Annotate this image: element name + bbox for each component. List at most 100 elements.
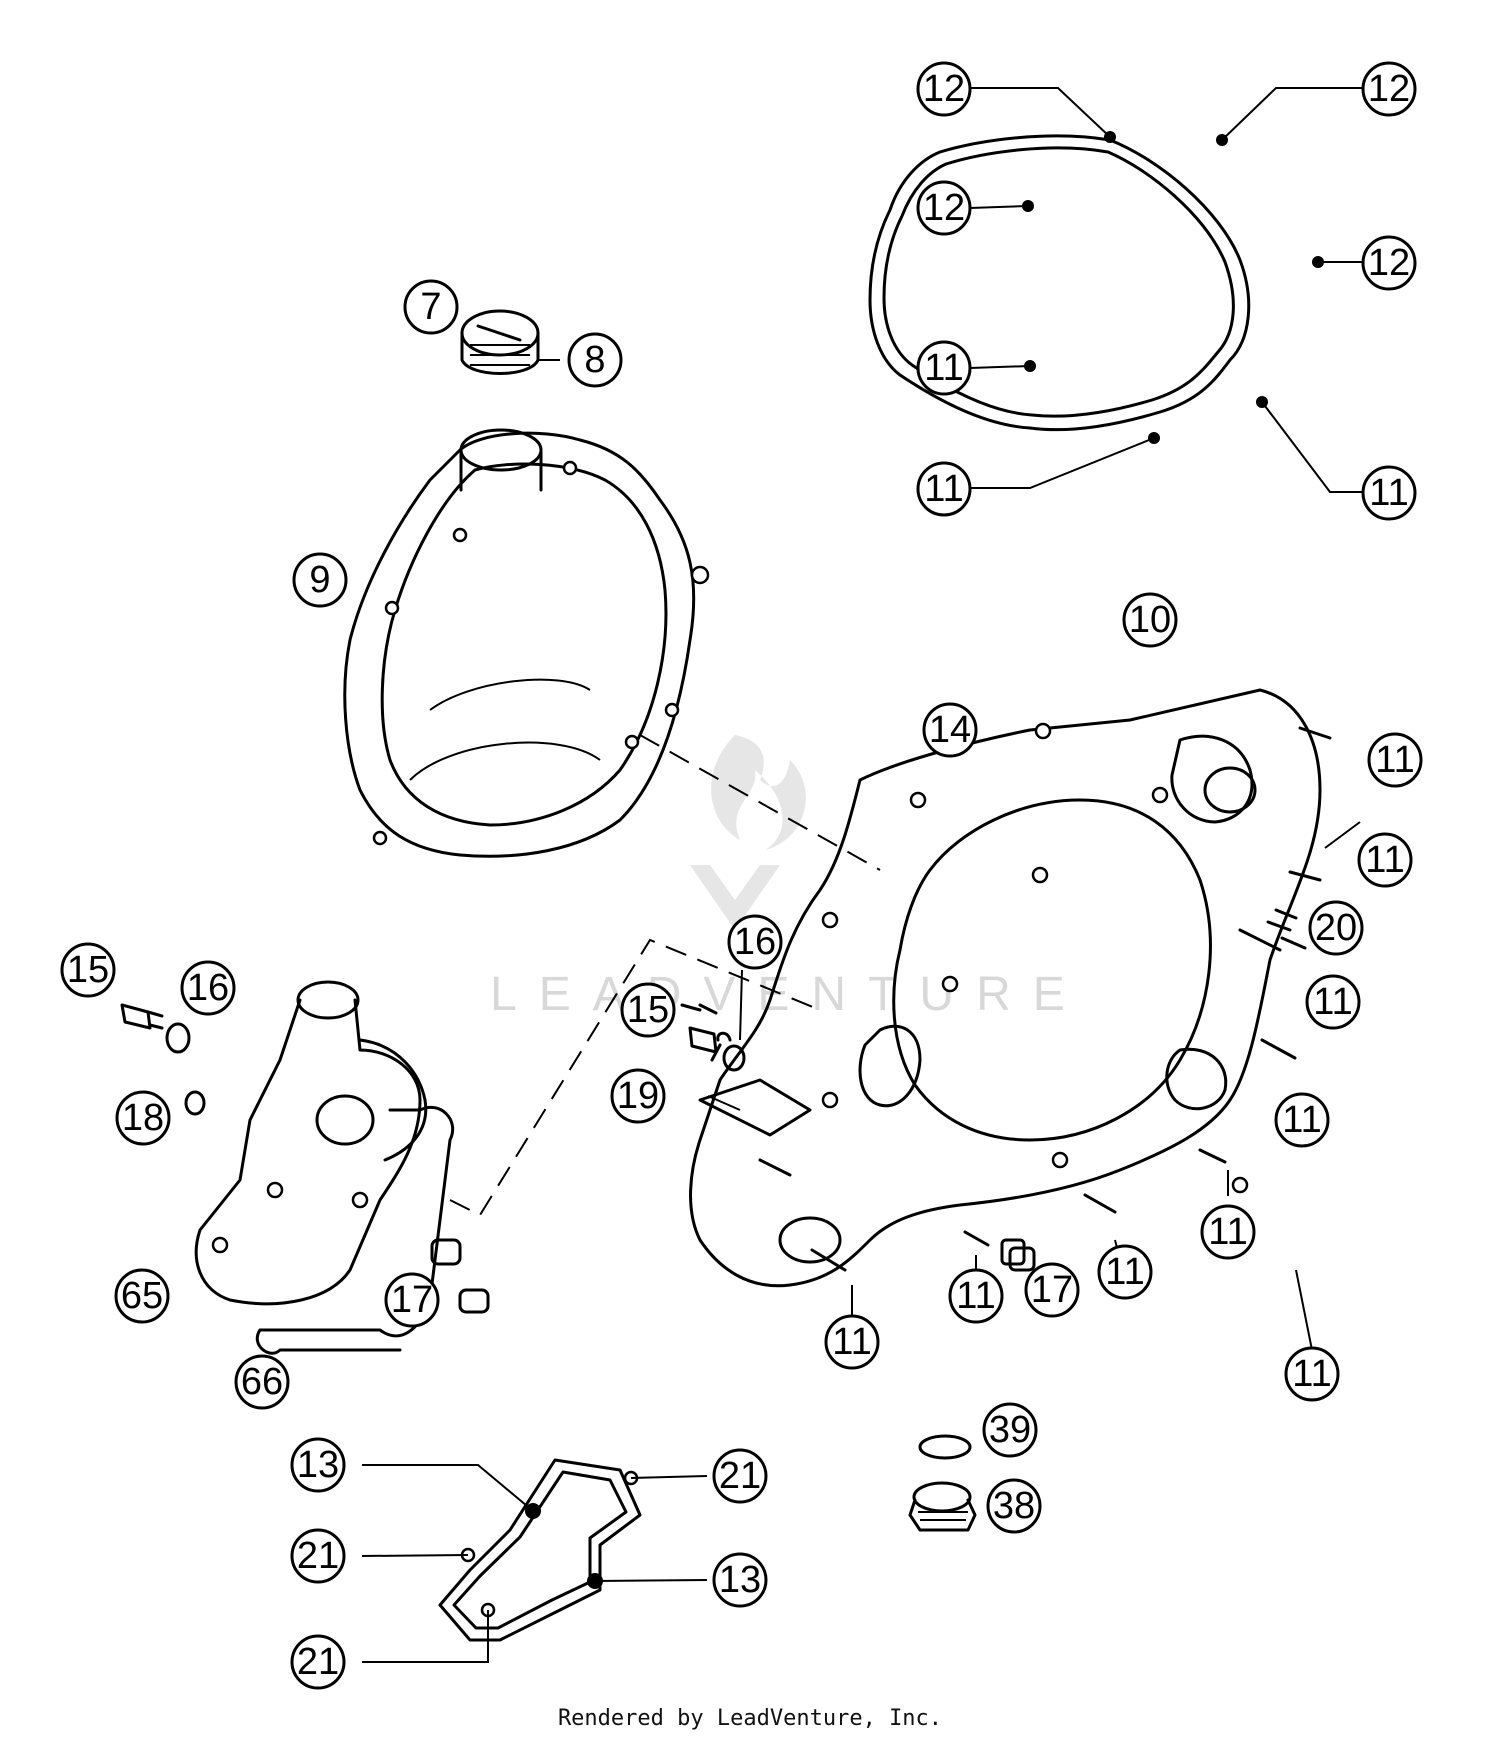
callout-12-mid-left: 12 [916, 180, 972, 236]
leader-lines [361, 87, 1364, 1663]
callout-label: 11 [924, 468, 963, 510]
callout-label: 19 [617, 1075, 659, 1117]
callout-label: 17 [1031, 1269, 1073, 1311]
callout-18: 18 [115, 1090, 171, 1146]
callout-label: 13 [719, 1559, 761, 1601]
callout-label: 11 [1105, 1251, 1144, 1293]
callout-label: 11 [1375, 739, 1414, 781]
drain-plug-15-mid [688, 1026, 718, 1054]
callout-label: 10 [1129, 599, 1171, 641]
callout-label: 11 [1365, 839, 1404, 881]
alignment-line-cover [639, 734, 881, 871]
callout-label: 20 [1315, 907, 1357, 949]
callout-19: 19 [610, 1068, 666, 1124]
render-credit: Rendered by LeadVenture, Inc. [557, 1706, 943, 1731]
callout-13-bottom: 13 [712, 1552, 768, 1608]
callout-label: 11 [956, 1275, 995, 1317]
callout-11-b1: 11 [948, 1268, 1004, 1324]
oil-filler-plug [460, 309, 540, 375]
callout-11-gasket-left: 11 [916, 340, 972, 396]
callout-label: 17 [391, 1279, 433, 1321]
callout-label: 12 [923, 68, 965, 110]
cover-bolts [680, 726, 1332, 1272]
callout-label: 65 [121, 1275, 163, 1317]
callout-16-left: 16 [180, 960, 236, 1016]
callout-15-left: 15 [60, 942, 116, 998]
callout-label: 14 [929, 709, 971, 751]
callout-11-b2: 11 [824, 1314, 880, 1370]
callout-7: 7 [403, 279, 459, 335]
callout-39: 39 [982, 1402, 1038, 1458]
plug-38 [908, 1481, 977, 1532]
callout-21-top: 21 [712, 1448, 768, 1504]
callout-12-top-right: 12 [1361, 61, 1417, 117]
callout-label: 38 [993, 1485, 1035, 1527]
callout-label: 21 [297, 1641, 339, 1683]
callout-label: 11 [1282, 1099, 1321, 1141]
callout-label: 7 [420, 286, 441, 328]
callout-21-bottom: 21 [290, 1634, 346, 1690]
callout-label: 21 [719, 1455, 761, 1497]
callout-65: 65 [114, 1268, 170, 1324]
callout-label: 12 [1368, 242, 1410, 284]
callout-label: 66 [241, 1361, 283, 1403]
dowel-17-right [1008, 1246, 1036, 1272]
callout-label: 11 [924, 347, 963, 389]
seal-ring-16-mid [722, 1044, 746, 1072]
callout-label: 11 [1369, 472, 1408, 514]
callout-15-mid: 15 [620, 982, 676, 1038]
callout-label: 18 [122, 1097, 164, 1139]
callout-38: 38 [986, 1478, 1042, 1534]
o-ring-18 [184, 1090, 206, 1116]
callout-label: 15 [67, 949, 109, 991]
callout-11-r3: 11 [1305, 974, 1361, 1030]
callout-11-r2: 11 [1357, 832, 1413, 888]
callout-9: 9 [292, 552, 348, 608]
seal-ring-16-left [165, 1022, 191, 1054]
callout-14: 14 [922, 702, 978, 758]
callout-label: 11 [1208, 1211, 1247, 1253]
alignment-line-pump [449, 938, 821, 1217]
water-pump-gasket [438, 1458, 642, 1642]
dowel-17-left [430, 1238, 490, 1314]
callout-12-mid-right: 12 [1361, 235, 1417, 291]
watermark-text: LEADVENTURE [490, 968, 1087, 1021]
callout-11-r6: 11 [1097, 1244, 1153, 1300]
callout-11-b3 [1309, 1371, 1315, 1377]
callout-13-top: 13 [290, 1437, 346, 1493]
callout-11-r5: 11 [1200, 1204, 1256, 1260]
callout-label: 21 [297, 1535, 339, 1577]
callout-21-mid: 21 [290, 1528, 346, 1584]
outer-cover-gasket [868, 131, 1324, 444]
callout-label: 16 [187, 967, 229, 1009]
callout-17-right: 17 [1024, 1262, 1080, 1318]
callout-16-mid: 16 [727, 914, 783, 970]
callout-label: 11 [1313, 981, 1352, 1023]
clutch-outer-cover [343, 428, 710, 858]
callout-20: 20 [1308, 900, 1364, 956]
callout-label: 12 [1368, 68, 1410, 110]
callout-11-gasket-bottom-right: 11 [1361, 465, 1417, 521]
callout-12-top-left: 12 [916, 61, 972, 117]
drain-plug-15-left [120, 1003, 164, 1030]
callout-label: 12 [923, 187, 965, 229]
callout-11-r4: 11 [1274, 1092, 1330, 1148]
o-ring-39 [918, 1434, 972, 1460]
callout-label: 13 [297, 1444, 339, 1486]
clutch-cover [689, 688, 1322, 1288]
callout-label: 8 [584, 339, 605, 381]
callout-66: 66 [234, 1354, 290, 1410]
watermark: LEADVENTURE [490, 735, 1087, 1021]
water-pump-cover [194, 980, 455, 1355]
callout-17-left: 17 [384, 1272, 440, 1328]
callout-label: 9 [309, 559, 330, 601]
callout-label: 15 [627, 989, 669, 1031]
callout-label: 16 [734, 921, 776, 963]
callout-10: 10 [1122, 592, 1178, 648]
dowel-pin-20 [1280, 936, 1307, 950]
callout-label: 11 [832, 1321, 871, 1363]
callout-8: 8 [567, 332, 623, 388]
callout-label: 39 [989, 1409, 1031, 1451]
callout-11-r1: 11 [1367, 732, 1423, 788]
